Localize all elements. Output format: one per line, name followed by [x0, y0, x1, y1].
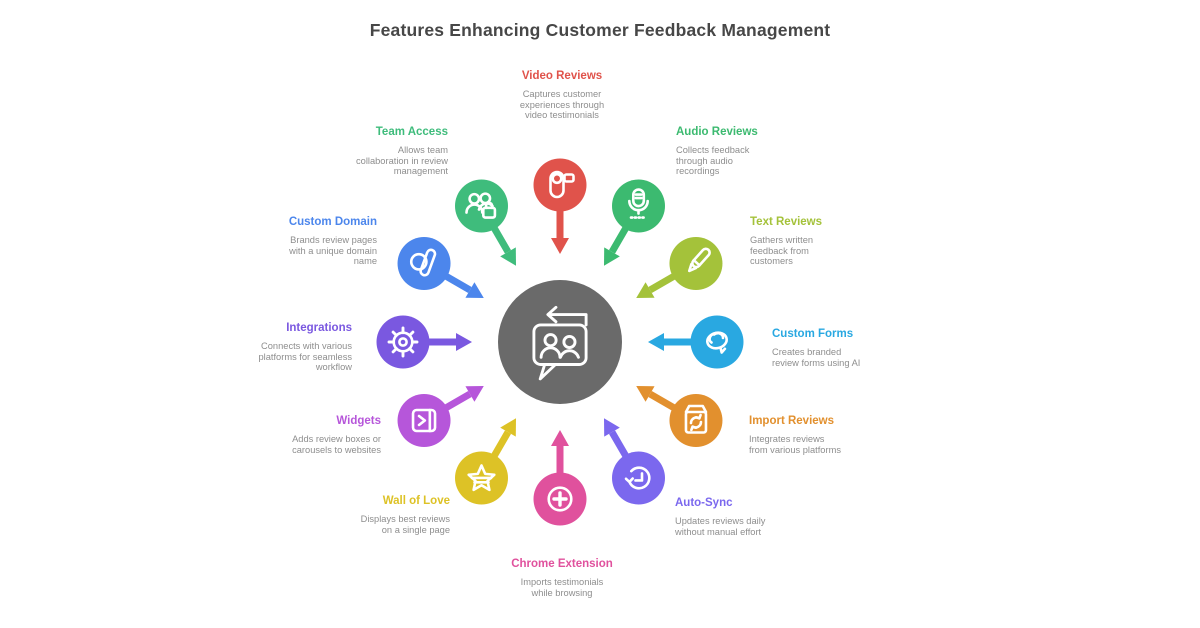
team-lock-icon	[465, 192, 497, 219]
integrations-description: Connects with various platforms for seam…	[258, 341, 352, 373]
history-clock-icon	[624, 466, 651, 490]
video-camera-icon	[549, 170, 575, 199]
connector-arrowhead	[465, 282, 484, 298]
spoke-custom-domain	[397, 237, 484, 298]
video-reviews-title: Video Reviews	[521, 70, 603, 82]
import-reviews-title: Import Reviews	[749, 415, 834, 427]
spoke-widgets	[397, 386, 484, 447]
chrome-extension-title: Chrome Extension	[511, 558, 613, 570]
import-reviews-circle	[669, 394, 723, 447]
chrome-extension-description: Imports testimonials while browsing	[520, 577, 604, 598]
custom-domain-description: Brands review pages with a unique domain…	[289, 235, 377, 267]
star-icon	[467, 464, 496, 492]
connector-arrowhead	[551, 238, 569, 254]
connector-arrowhead	[636, 386, 655, 402]
connector-arrowhead	[604, 418, 620, 437]
spoke-auto-sync	[604, 418, 665, 505]
spoke-chrome-extension	[533, 430, 587, 526]
spoke-team-access	[455, 179, 516, 266]
connector-arrowhead	[500, 247, 516, 266]
integrations-title: Integrations	[286, 322, 352, 334]
spoke-import-reviews	[636, 386, 723, 447]
chat-form-icon	[706, 331, 728, 354]
custom-domain-title: Custom Domain	[288, 216, 377, 228]
spoke-text-reviews	[636, 237, 723, 298]
spoke-integrations	[376, 315, 472, 369]
hub-circle	[498, 280, 622, 404]
import-box-icon	[684, 404, 708, 434]
pen-icon	[687, 247, 711, 273]
spoke-video-reviews	[533, 158, 587, 254]
auto-sync-title: Auto-Sync	[675, 497, 733, 509]
widgets-title: Widgets	[336, 415, 381, 427]
text-reviews-title: Text Reviews	[750, 216, 823, 228]
connector-arrowhead	[604, 247, 620, 266]
text-reviews-description: Gathers written feedback from customers	[750, 235, 814, 267]
carousel-icon	[411, 408, 437, 433]
connector-arrowhead	[648, 333, 664, 351]
page-title: Features Enhancing Customer Feedback Man…	[369, 20, 831, 40]
team-access-title: Team Access	[375, 126, 448, 138]
connector-arrowhead	[456, 333, 472, 351]
custom-forms-description: Creates branded review forms using AI	[772, 347, 861, 368]
import-reviews-description: Integrates reviews from various platform…	[749, 434, 841, 455]
custom-forms-circle	[690, 315, 744, 369]
gear-icon	[387, 326, 419, 358]
integrations-circle	[376, 315, 430, 369]
custom-forms-title: Custom Forms	[772, 328, 854, 340]
team-access-description: Allows team collaboration in review mana…	[356, 145, 448, 177]
wall-of-love-description: Displays best reviews on a single page	[360, 514, 450, 535]
connector-arrowhead	[465, 386, 484, 402]
connector-arrowhead	[551, 430, 569, 446]
widgets-description: Adds review boxes or carousels to websit…	[292, 434, 381, 455]
spoke-audio-reviews	[604, 179, 665, 266]
video-reviews-circle	[533, 158, 587, 212]
feedback-chat-icon	[532, 305, 588, 381]
auto-sync-description: Updates reviews daily without manual eff…	[675, 516, 766, 537]
spoke-wall-of-love	[455, 418, 516, 505]
auto-sync-circle	[612, 451, 665, 505]
microphone-icon	[628, 188, 649, 219]
add-circle-icon	[547, 486, 573, 512]
audio-reviews-description: Collects feedback through audio recordin…	[676, 145, 750, 177]
audio-reviews-title: Audio Reviews	[676, 126, 758, 138]
domain-icon	[409, 248, 437, 277]
wall-of-love-title: Wall of Love	[382, 495, 450, 507]
spoke-custom-forms	[648, 315, 744, 369]
connector-arrowhead	[500, 418, 516, 437]
connector-arrowhead	[636, 282, 655, 298]
video-reviews-description: Captures customer experiences through vi…	[519, 89, 605, 121]
